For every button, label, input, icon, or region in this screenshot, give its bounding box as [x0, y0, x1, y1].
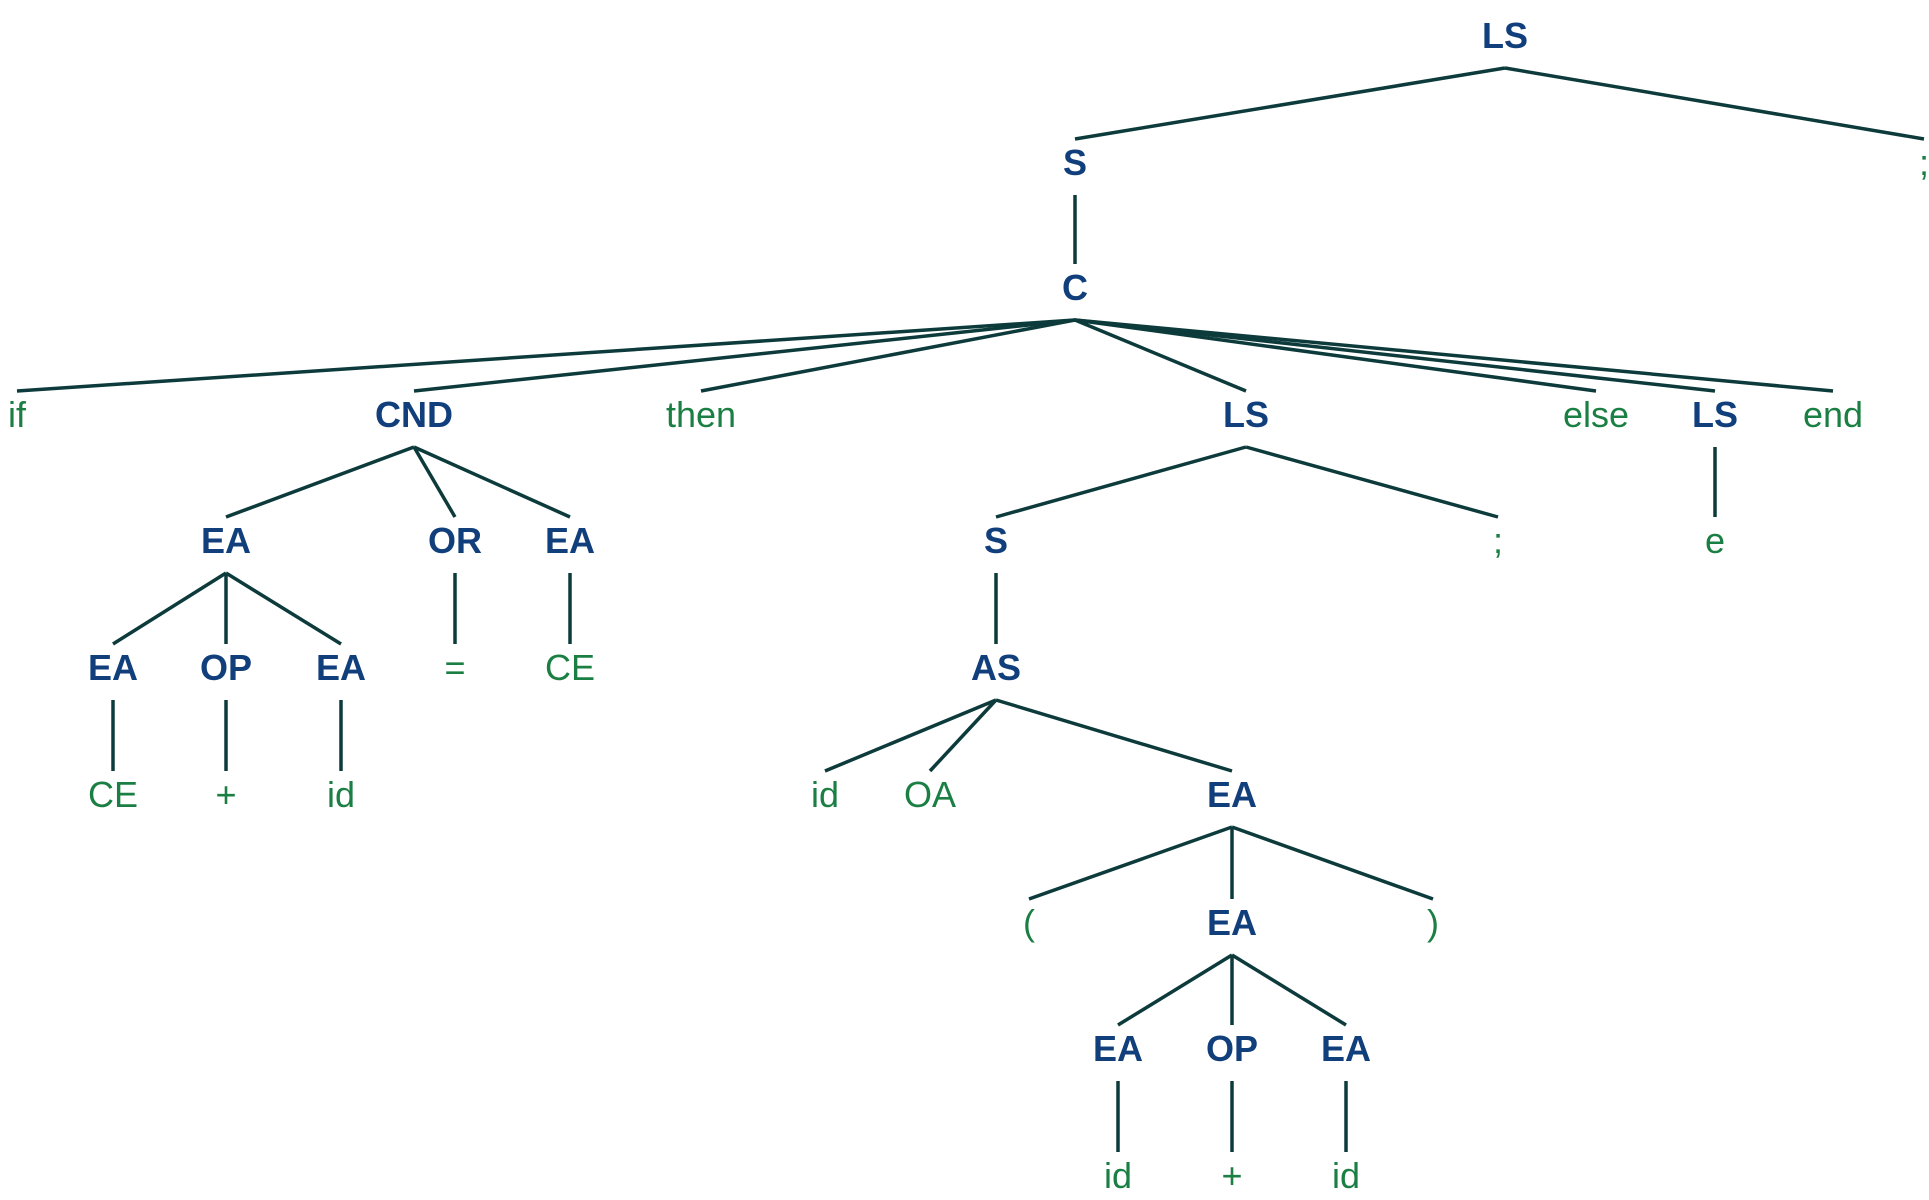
node-equals: =: [444, 647, 465, 688]
tree-edge: [1504, 66, 1925, 141]
node-ls-then: LS: [1223, 394, 1269, 435]
node-plus: +: [1221, 1155, 1242, 1196]
tree-edge: [1231, 953, 1347, 1027]
tree-edge: [413, 318, 1076, 393]
node-ea-paren: EA: [1207, 902, 1257, 943]
node-ea-assign: EA: [1207, 774, 1257, 815]
tree-edge: [995, 445, 1247, 519]
node-ce: CE: [545, 647, 595, 688]
node-id: id: [811, 774, 839, 815]
node-s: S: [1063, 142, 1087, 183]
tree-edge: [412, 446, 457, 518]
tree-edge: [1117, 953, 1233, 1027]
tree-edge: [1074, 318, 1716, 393]
node-id: id: [1332, 1155, 1360, 1196]
tree-edge: [112, 571, 227, 646]
node-plus: +: [215, 774, 236, 815]
node-oa: OA: [904, 774, 956, 815]
tree-edge: [1074, 318, 1247, 393]
tree-edge: [1231, 825, 1434, 901]
node-id: id: [327, 774, 355, 815]
node-if: if: [8, 394, 27, 435]
tree-edge: [700, 318, 1076, 393]
node-s-inner: S: [984, 520, 1008, 561]
tree-edges: [16, 66, 1925, 1152]
tree-edge: [995, 698, 1233, 773]
tree-edge: [16, 318, 1076, 393]
node-ls-else: LS: [1692, 394, 1738, 435]
node-op: OP: [200, 647, 252, 688]
tree-edge: [225, 445, 415, 519]
tree-edge: [225, 571, 342, 646]
tree-edge: [1074, 318, 1597, 393]
node-ea: EA: [1321, 1028, 1371, 1069]
node-end: end: [1803, 394, 1863, 435]
node-ls-root: LS: [1482, 15, 1528, 56]
tree-edge: [824, 698, 997, 773]
node-or: OR: [428, 520, 482, 561]
tree-edge: [928, 698, 998, 773]
node-op: OP: [1206, 1028, 1258, 1069]
node-epsilon: e: [1705, 520, 1725, 561]
node-semicolon-inner: ;: [1493, 520, 1503, 561]
node-as: AS: [971, 647, 1021, 688]
tree-edge: [413, 445, 571, 519]
node-ea: EA: [316, 647, 366, 688]
node-open-paren: (: [1023, 902, 1035, 943]
node-ea-cnd-right: EA: [545, 520, 595, 561]
tree-edge: [1028, 825, 1233, 901]
node-semicolon-root: ;: [1919, 142, 1929, 183]
tree-edge: [1074, 66, 1506, 141]
node-close-paren: ): [1427, 902, 1439, 943]
tree-edge: [1074, 318, 1834, 393]
node-else: else: [1563, 394, 1629, 435]
node-ea: EA: [1093, 1028, 1143, 1069]
tree-node-labels: LS S ; C if CND then LS else LS end EA O…: [8, 15, 1929, 1196]
node-ce: CE: [88, 774, 138, 815]
node-then: then: [666, 394, 736, 435]
node-c: C: [1062, 267, 1088, 308]
tree-edge: [1245, 445, 1499, 519]
node-ea-cnd-left: EA: [201, 520, 251, 561]
node-ea: EA: [88, 647, 138, 688]
node-id: id: [1104, 1155, 1132, 1196]
node-cnd: CND: [375, 394, 453, 435]
